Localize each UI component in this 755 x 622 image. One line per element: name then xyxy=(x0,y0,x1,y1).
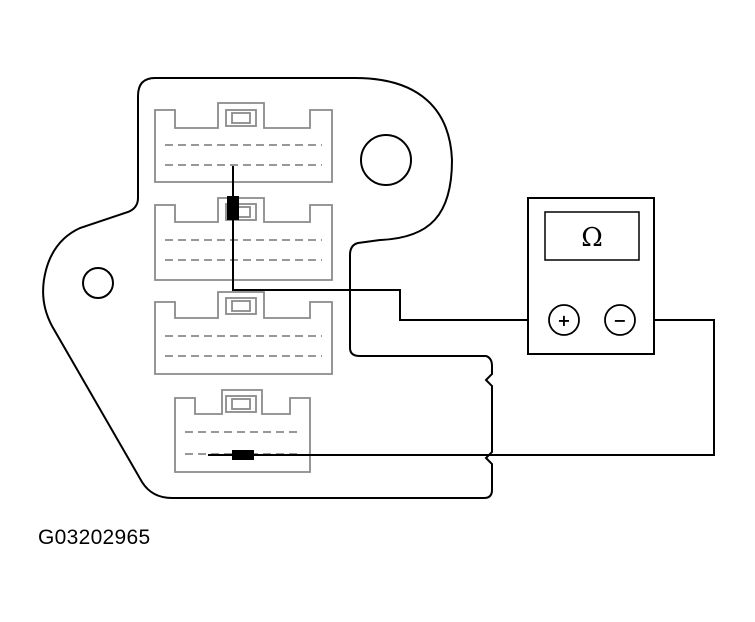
negative-lead-wire xyxy=(254,319,715,456)
connector-3 xyxy=(154,291,333,375)
positive-terminal-label: + xyxy=(557,311,570,330)
mounting-hole-upper-right xyxy=(360,134,412,186)
negative-terminal xyxy=(604,304,636,336)
positive-terminal xyxy=(548,304,580,336)
ohm-symbol: Ω xyxy=(581,223,603,253)
fuse-board-outline xyxy=(42,77,493,499)
figure-id: G03202965 xyxy=(38,526,151,549)
connector-2 xyxy=(154,197,333,281)
probe-negative xyxy=(208,450,254,460)
mounting-hole-left xyxy=(82,267,114,299)
connector-1 xyxy=(154,102,333,183)
negative-terminal-label: − xyxy=(613,311,626,330)
positive-lead-wire xyxy=(232,196,548,321)
ohmmeter-display xyxy=(544,211,640,261)
ohmmeter: Ω + − xyxy=(527,197,655,355)
